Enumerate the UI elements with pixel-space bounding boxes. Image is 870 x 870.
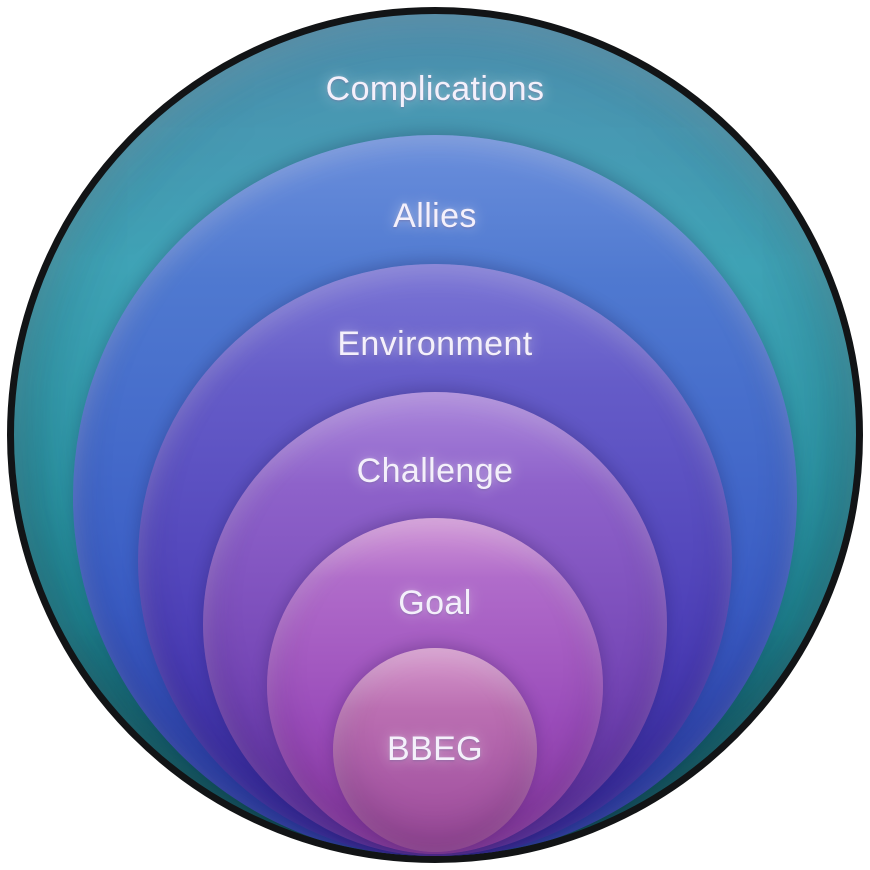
layer-label-challenge: Challenge bbox=[356, 452, 514, 490]
circle-bbeg bbox=[333, 648, 537, 852]
layer-label-environment: Environment bbox=[337, 325, 533, 363]
layer-label-allies: Allies bbox=[393, 197, 477, 235]
layer-label-goal: Goal bbox=[398, 584, 472, 622]
circle-complications: Complications Allies Environment Challen… bbox=[7, 7, 863, 863]
layer-label-bbeg: BBEG bbox=[386, 730, 484, 768]
layer-label-complications: Complications bbox=[325, 70, 545, 108]
